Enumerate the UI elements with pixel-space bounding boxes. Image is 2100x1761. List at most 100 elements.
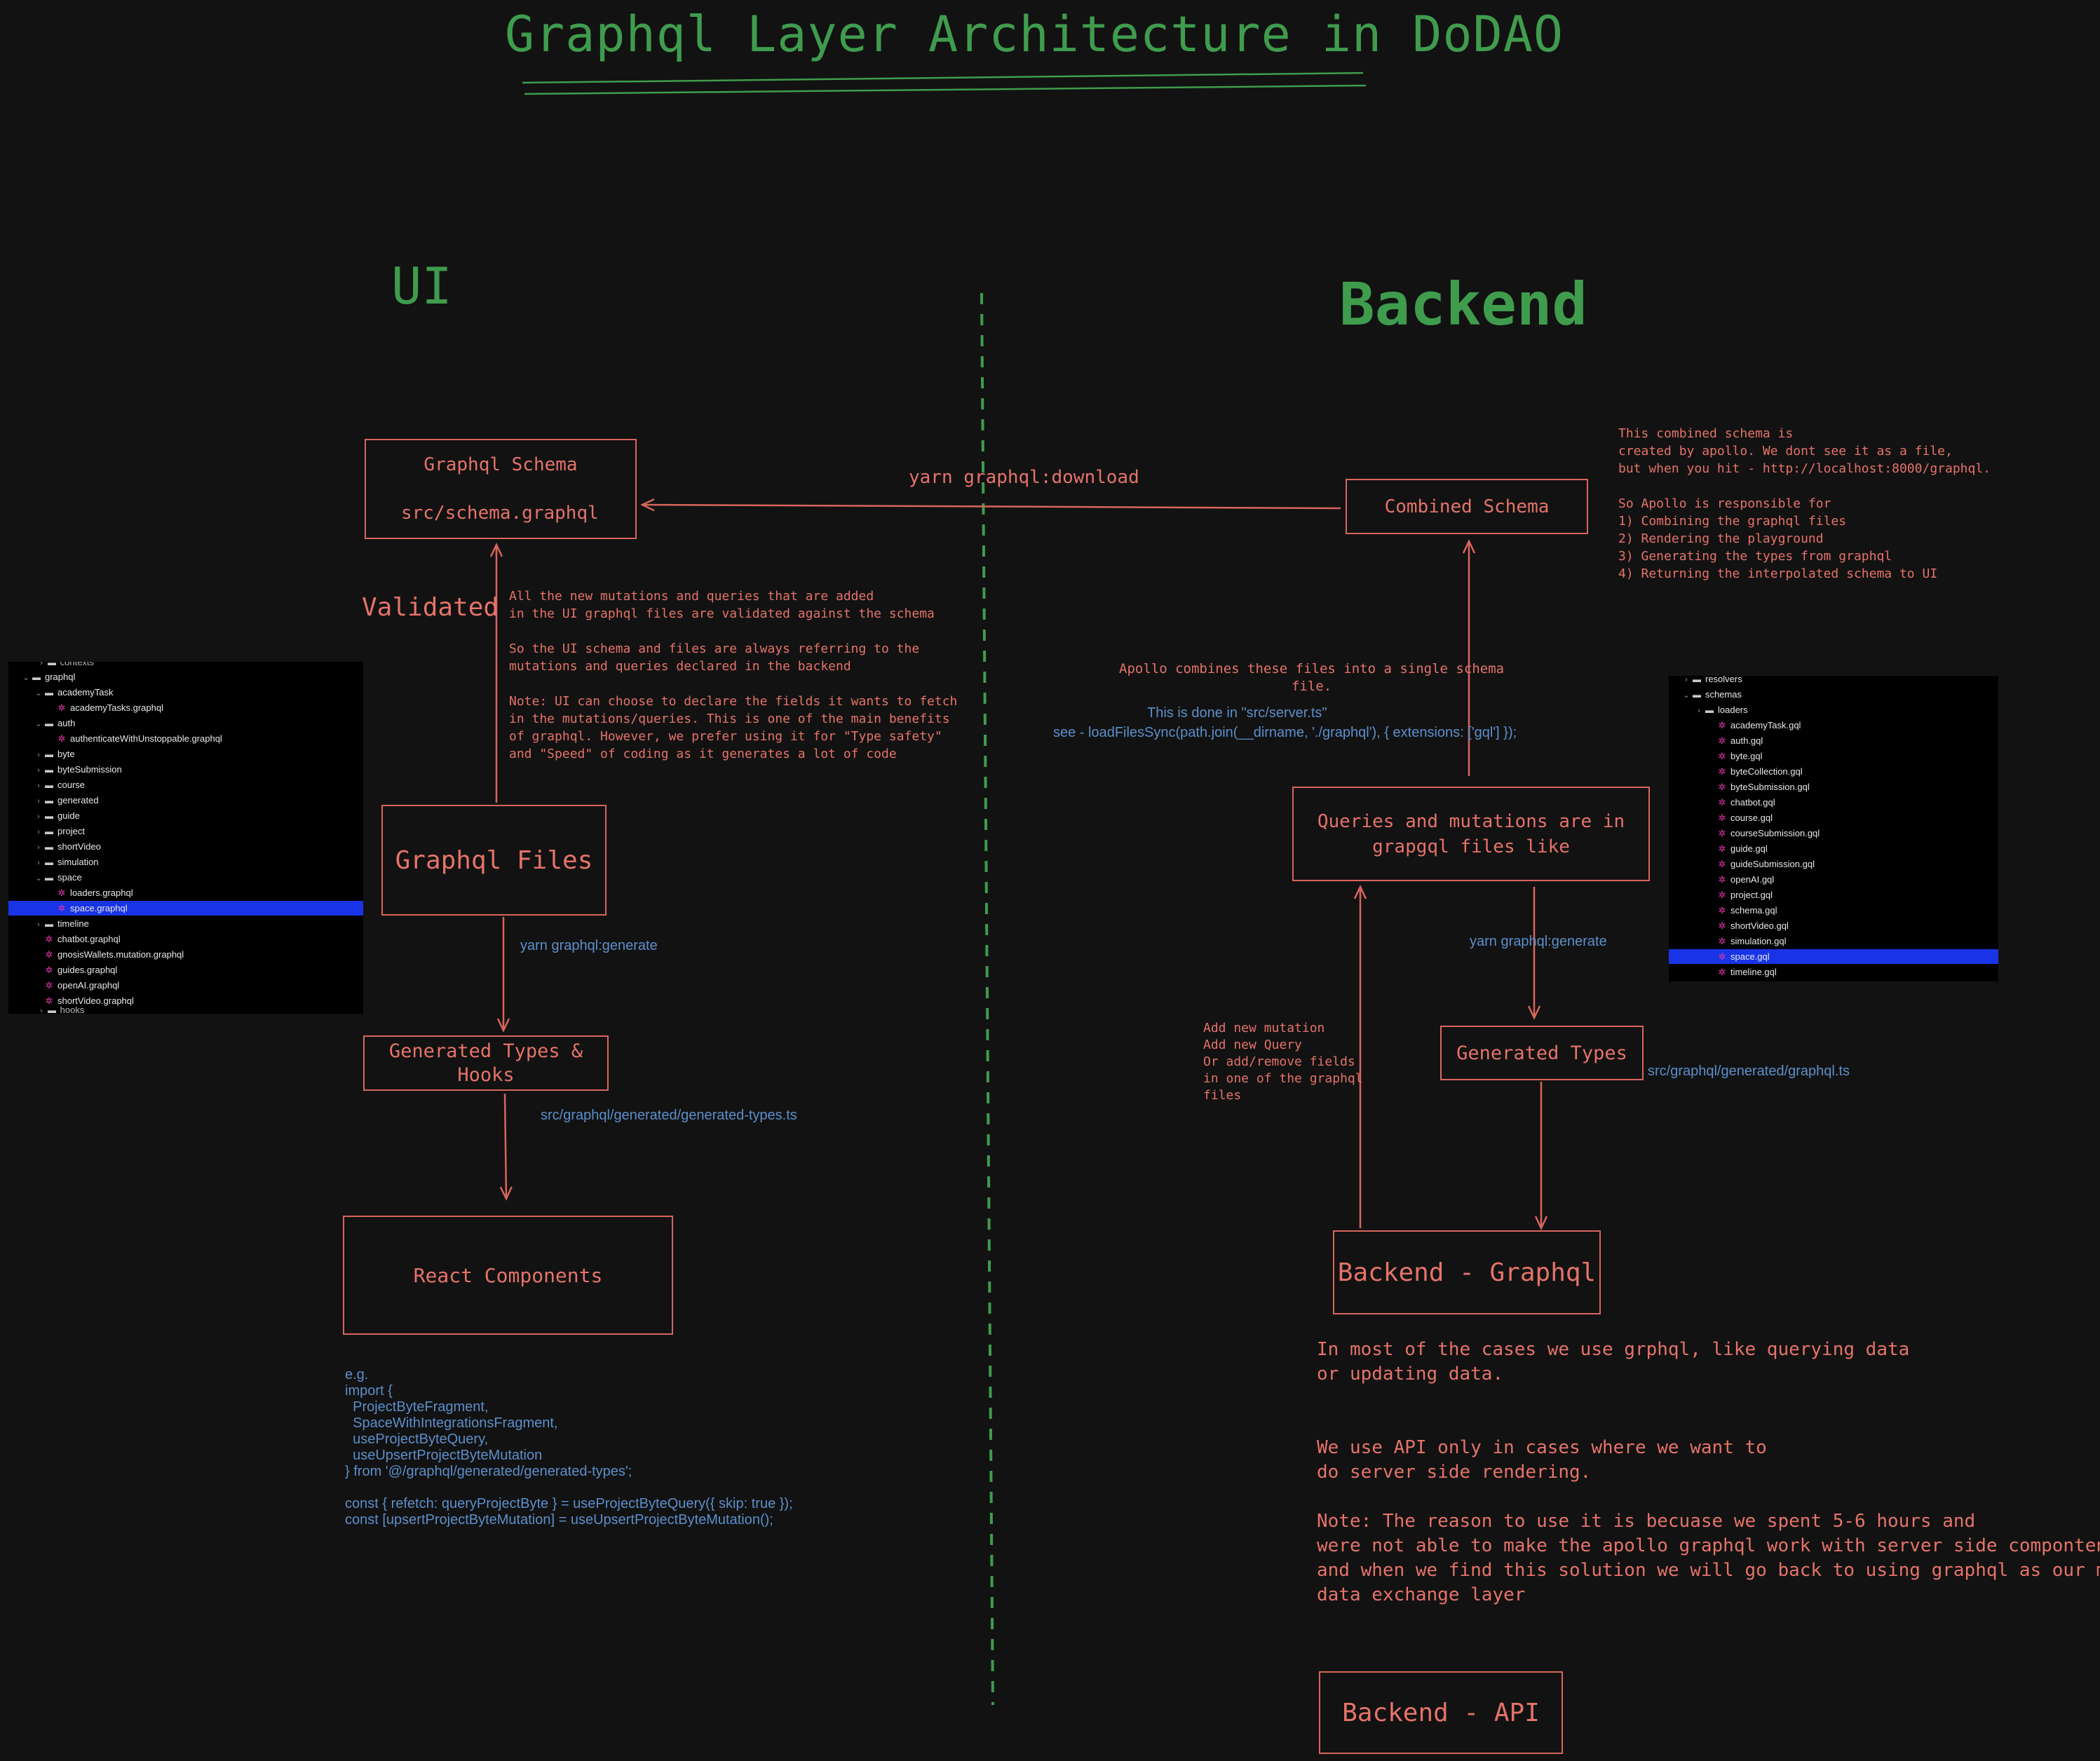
tree-item-label: guide [57, 810, 80, 821]
tree-item-label: chatbot.gql [1730, 797, 1775, 808]
tree-file-item[interactable]: ✲chatbot.graphql [8, 932, 363, 946]
chevron-right-icon[interactable]: › [1698, 707, 1700, 715]
tree-file-item[interactable]: ✲ chatbot.gql [1669, 795, 1998, 810]
tree-file-item[interactable]: ✲course.gql [1669, 810, 1998, 825]
tree-folder-item[interactable]: ›▬guide [8, 808, 363, 823]
tree-folder-item[interactable]: ⌄▬academyTask [8, 685, 363, 700]
folder-icon: ▬ [45, 719, 53, 728]
folder-icon: ▬ [45, 827, 53, 836]
chevron-right-icon[interactable]: › [1685, 676, 1688, 684]
folder-icon: ▬ [45, 919, 53, 929]
tree-item-label: timeline [57, 918, 89, 929]
react-components-box: React Components [343, 1216, 673, 1335]
graphql-file-icon: ✲ [45, 965, 53, 975]
tree-file-item[interactable]: ✲guideSubmission.gql [1669, 857, 1998, 871]
tree-file-item[interactable]: ✲auth.gql [1669, 733, 1998, 748]
ui-tree-partial-bottom: ›▬ hooks [8, 1007, 363, 1014]
chevron-down-icon[interactable]: ⌄ [22, 674, 29, 682]
tree-file-item[interactable]: ✲guides.graphql [8, 963, 363, 977]
chevron-right-icon[interactable]: › [37, 812, 40, 821]
chevron-right-icon[interactable]: › [37, 782, 40, 790]
tree-item-label: space.gql [1730, 951, 1770, 962]
chevron-right-icon[interactable]: › [37, 920, 40, 929]
chevron-down-icon[interactable]: ⌄ [35, 720, 42, 728]
chevron-down-icon[interactable]: ⌄ [35, 689, 42, 698]
tree-file-item[interactable]: ✲academyTask.gql [1669, 718, 1998, 733]
tree-item-label: chatbot.graphql [57, 934, 121, 944]
folder-icon: ▬ [45, 688, 53, 698]
chevron-right-icon[interactable]: › [37, 751, 40, 759]
tree-file-item[interactable]: ✲schema.gql [1669, 903, 1998, 918]
tree-file-item[interactable]: ✲authenticateWithUnstoppable.graphql [8, 731, 363, 746]
title-underline-2 [524, 84, 1367, 95]
tree-file-item[interactable]: ✲simulation.gql [1669, 934, 1998, 949]
tree-folder-item[interactable]: ›▬shortVideo [8, 839, 363, 854]
tree-folder-item[interactable]: › ▬ timeline [8, 916, 363, 931]
backend-generate-command: yarn graphql:generate [1470, 934, 1607, 949]
arrow-download [640, 498, 1341, 512]
tree-file-item[interactable]: ✲guide.gql [1669, 841, 1998, 856]
tree-folder-item[interactable]: ›▬generated [8, 793, 363, 808]
tree-file-item[interactable]: ✲shortVideo.graphql [8, 993, 363, 1008]
combined-schema-box: Combined Schema [1346, 479, 1588, 534]
chevron-down-icon[interactable]: ⌄ [1683, 691, 1690, 700]
tree-folder-item[interactable]: ⌄▬schemas [1669, 687, 1998, 702]
ui-heading: UI [391, 257, 452, 315]
tree-file-item[interactable]: ✲space.graphql [8, 901, 363, 916]
tree-item-label: space [57, 872, 82, 883]
tree-folder-item[interactable]: ⌄▬auth [8, 716, 363, 730]
chevron-right-icon[interactable]: › [37, 828, 40, 836]
backend-generated-types-path: src/graphql/generated/graphql.ts [1648, 1063, 1850, 1079]
graphql-file-icon: ✲ [1718, 735, 1726, 746]
tree-item-label: shortVideo [57, 841, 101, 852]
tree-item-label: courseSubmission.gql [1730, 828, 1820, 838]
tree-folder-item[interactable]: ›▬course [8, 777, 363, 792]
ui-generate-command: yarn graphql:generate [520, 938, 658, 953]
tree-file-item[interactable]: ✲academyTasks.graphql [8, 700, 363, 715]
tree-folder-item[interactable]: ›▬simulation [8, 855, 363, 869]
tree-file-item[interactable]: ✲openAI.gql [1669, 872, 1998, 887]
tree-folder-item[interactable]: ›▬byte [8, 747, 363, 761]
tree-file-item[interactable]: ✲shortVideo.gql [1669, 918, 1998, 933]
tree-item-label: simulation.gql [1730, 936, 1787, 946]
tree-item-label: course [57, 780, 86, 790]
chevron-right-icon[interactable]: › [37, 859, 40, 867]
tree-folder-item[interactable]: ›▬byteSubmission [8, 762, 363, 777]
tree-file-item[interactable]: ✲loaders.graphql [8, 885, 363, 900]
graphql-file-icon: ✲ [1718, 967, 1726, 977]
graphql-files-box: Graphql Files [381, 805, 607, 916]
chevron-right-icon[interactable]: › [37, 766, 40, 775]
tree-item-label: byte.gql [1730, 751, 1763, 761]
graphql-file-icon: ✲ [1718, 797, 1726, 808]
graphql-file-icon: ✲ [1718, 874, 1726, 885]
page-title: Graphql Layer Architecture in DoDAO [505, 6, 1564, 63]
api-usage-note: We use API only in cases where we want t… [1317, 1437, 2100, 1605]
graphql-usage-note: In most of the cases we use grphql, like… [1317, 1339, 1910, 1385]
tree-file-item[interactable]: ✲byteCollection.gql [1669, 764, 1998, 779]
folder-icon: ▬ [45, 873, 53, 883]
graphql-file-icon: ✲ [1718, 951, 1726, 962]
tree-folder-item[interactable]: ›▬project [8, 824, 363, 838]
tree-item-label: byteSubmission [57, 764, 122, 775]
tree-folder-item[interactable]: ⌄▬graphql [8, 669, 363, 684]
tree-item-label: academyTask.gql [1730, 720, 1801, 730]
backend-heading: Backend [1339, 270, 1588, 339]
chevron-right-icon[interactable]: › [37, 843, 40, 852]
tree-file-item[interactable]: ✲timeline.gql [1669, 965, 1998, 979]
chevron-down-icon[interactable]: ⌄ [35, 874, 42, 883]
tree-file-item[interactable]: ✲project.gql [1669, 888, 1998, 902]
tree-folder-item[interactable]: ⌄▬ space [8, 870, 363, 885]
tree-file-item[interactable]: ✲openAI.graphql [8, 978, 363, 993]
title-underline [522, 72, 1364, 84]
tree-folder-item[interactable]: ›▬resolvers [1669, 676, 1998, 686]
tree-file-item[interactable]: ✲byte.gql [1669, 749, 1998, 763]
validated-label: Validated [362, 593, 499, 622]
tree-folder-item[interactable]: ›▬loaders [1669, 702, 1998, 717]
tree-file-item[interactable]: ✲ space.gql [1669, 949, 1998, 964]
tree-item-label: simulation [57, 857, 99, 867]
chevron-right-icon[interactable]: › [37, 797, 40, 805]
tree-file-item[interactable]: ✲byteSubmission.gql [1669, 780, 1998, 794]
tree-file-item[interactable]: ✲courseSubmission.gql [1669, 826, 1998, 841]
combine-note: Apollo combines these files into a singl… [1119, 661, 1505, 694]
tree-file-item[interactable]: ✲gnosisWallets.mutation.graphql [8, 947, 363, 962]
